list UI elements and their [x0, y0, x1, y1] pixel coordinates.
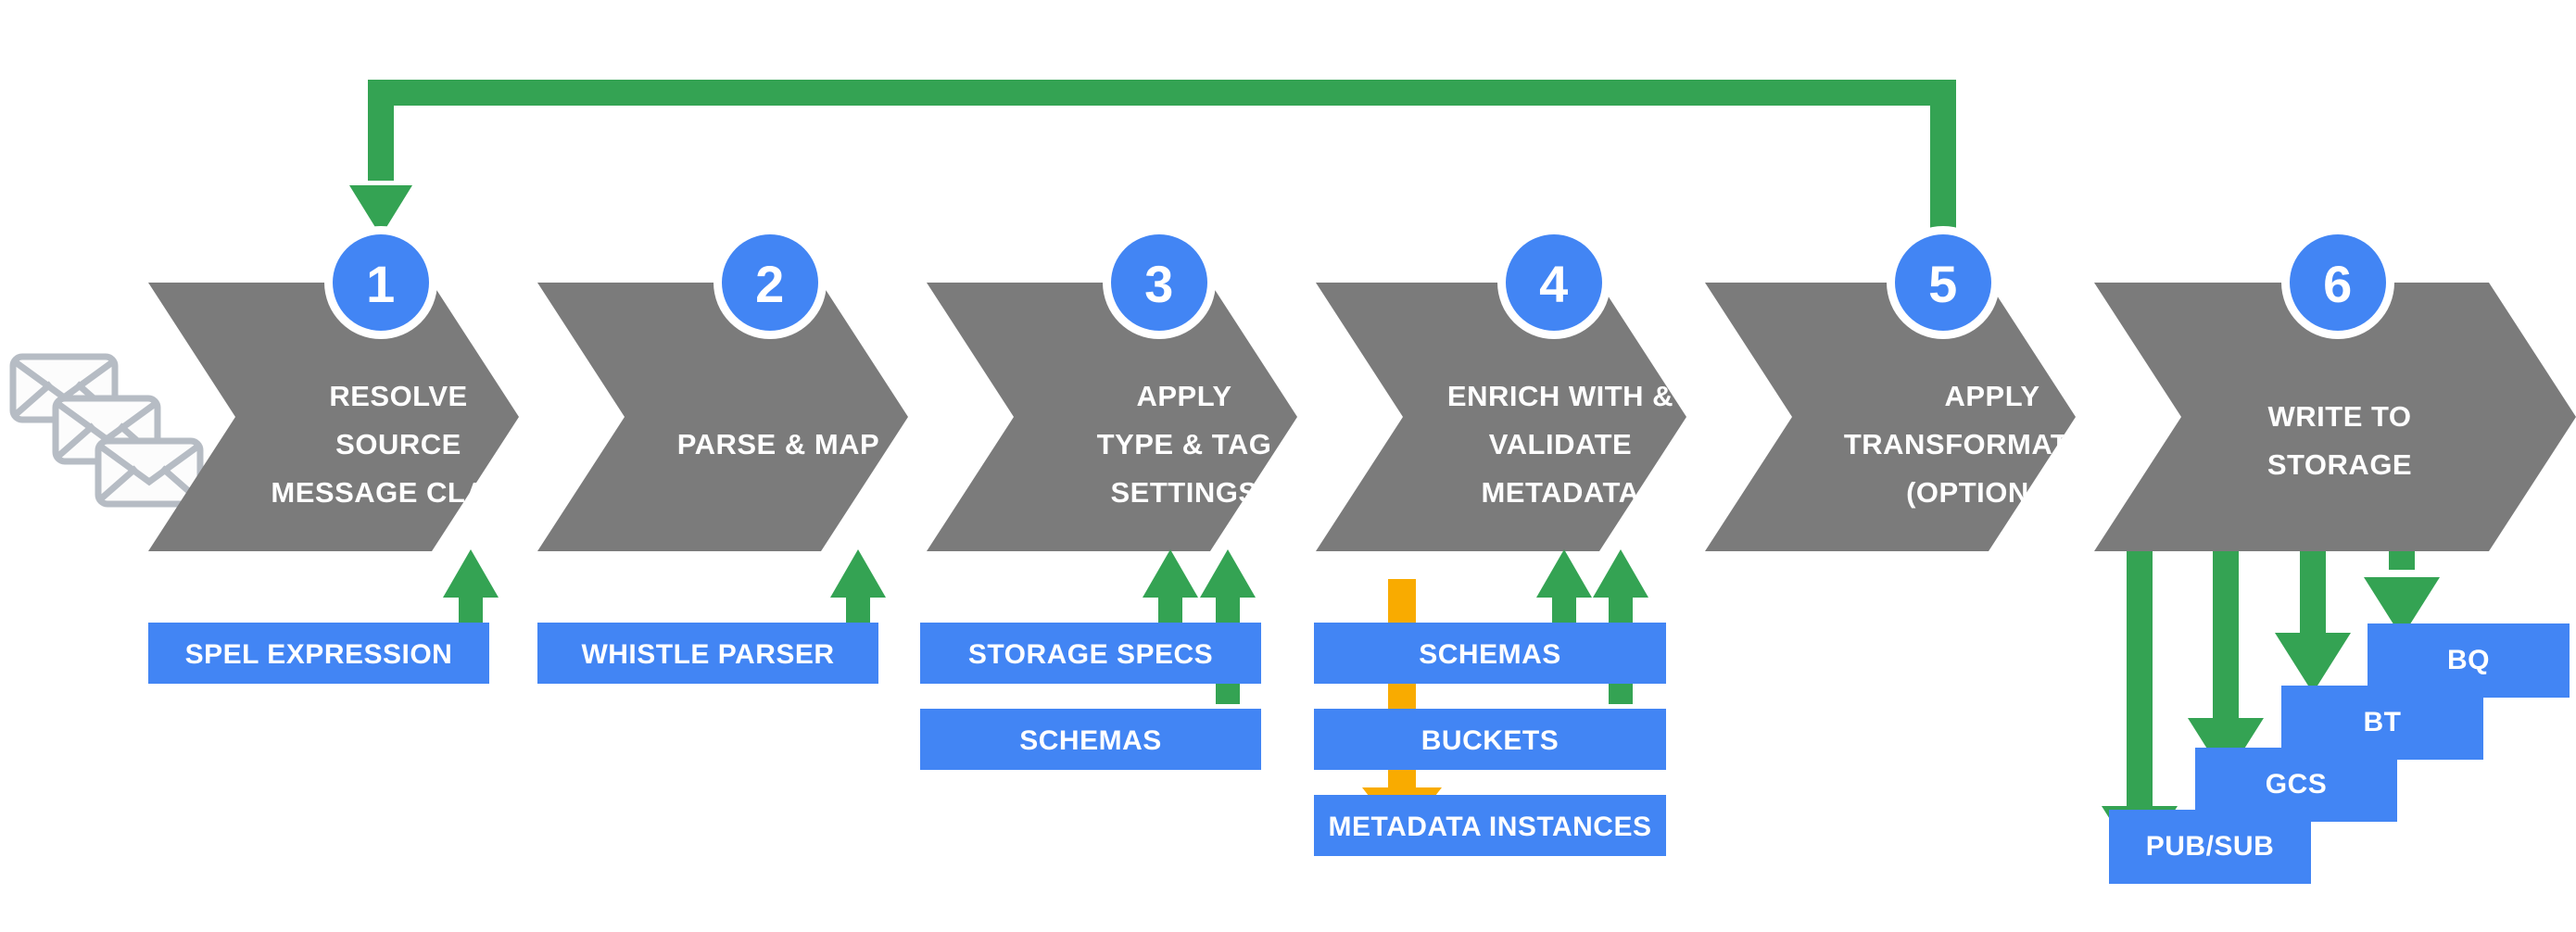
stage-4-line-3: METADATA: [1481, 476, 1639, 509]
input-box-spel-expression-label: SPEL EXPRESSION: [185, 639, 453, 670]
stage-badge-6-number: 6: [2323, 255, 2353, 313]
input-box-schemas-stage-4[interactable]: SCHEMAS: [1314, 623, 1666, 684]
stage-4-line-1: ENRICH WITH &: [1447, 380, 1673, 412]
storage-box-bt-label: BT: [2364, 707, 2402, 737]
stage-badge-3-number: 3: [1144, 255, 1174, 313]
storage-box-bq-label: BQ: [2447, 645, 2490, 675]
input-box-schemas-stage-3[interactable]: SCHEMAS: [920, 709, 1261, 770]
input-box-metadata-instances-label: METADATA INSTANCES: [1329, 812, 1652, 842]
stage-badge-1[interactable]: 1: [324, 226, 437, 339]
stage-6-line-1: WRITE TO: [2268, 400, 2412, 433]
stage-3-line-3: SETTINGS: [1110, 476, 1257, 509]
storage-box-gcs-label: GCS: [2266, 769, 2328, 800]
stage-4-line-2: VALIDATE: [1489, 428, 1632, 460]
stage-badge-5[interactable]: 5: [1887, 226, 2000, 339]
stage-badge-2[interactable]: 2: [713, 226, 827, 339]
stage-5-line-2: TRANSFORMATIONS: [1844, 428, 2140, 460]
storage-box-pubsub-label: PUB/SUB: [2146, 831, 2275, 862]
envelope-stack-icon: [9, 353, 204, 508]
stage-chevron-6[interactable]: WRITE TO STORAGE: [2094, 283, 2576, 551]
input-box-schemas-stage-3-label: SCHEMAS: [1019, 725, 1162, 756]
stage-3-line-1: APPLY: [1136, 380, 1231, 412]
stage-chevron-3[interactable]: APPLY TYPE & TAG SETTINGS: [927, 283, 1297, 551]
feedback-loop-arrow: [349, 80, 1956, 278]
stage-1-line-2: SOURCE: [335, 428, 461, 460]
stage-1-line-3: MESSAGE CLASS: [271, 476, 525, 509]
storage-box-gcs[interactable]: GCS: [2195, 748, 2397, 822]
stage-chevron-1[interactable]: RESOLVE SOURCE MESSAGE CLASS: [148, 283, 526, 551]
storage-box-bq[interactable]: BQ: [2368, 623, 2570, 698]
storage-box-pubsub[interactable]: PUB/SUB: [2109, 810, 2311, 884]
input-box-whistle-parser-label: WHISTLE PARSER: [581, 639, 834, 670]
output-arrow-gcs: [2188, 551, 2264, 778]
storage-box-bt[interactable]: BT: [2281, 686, 2483, 760]
stage-badge-5-number: 5: [1928, 255, 1958, 313]
input-box-schemas-stage-4-label: SCHEMAS: [1419, 639, 1561, 670]
output-arrow-bq: [2364, 551, 2440, 637]
stage-badge-1-number: 1: [366, 255, 396, 313]
stage-badge-3[interactable]: 3: [1103, 226, 1216, 339]
input-box-buckets[interactable]: BUCKETS: [1314, 709, 1666, 770]
input-box-storage-specs-label: STORAGE SPECS: [968, 639, 1213, 670]
stage-badge-4[interactable]: 4: [1497, 226, 1610, 339]
stage-3-line-2: TYPE & TAG: [1097, 428, 1272, 460]
stage-chevron-5[interactable]: APPLY TRANSFORMATIONS (OPTIONAL): [1705, 283, 2140, 551]
stage-2-line-1: PARSE & MAP: [677, 428, 880, 460]
stage-chevron-4[interactable]: ENRICH WITH & VALIDATE METADATA: [1316, 283, 1686, 551]
stage-6-line-2: STORAGE: [2267, 448, 2412, 481]
stage-badge-2-number: 2: [755, 255, 785, 313]
input-box-spel-expression[interactable]: SPEL EXPRESSION: [148, 623, 489, 684]
stage-badge-4-number: 4: [1539, 255, 1569, 313]
input-box-whistle-parser[interactable]: WHISTLE PARSER: [537, 623, 878, 684]
stage-1-line-1: RESOLVE: [329, 380, 467, 412]
input-box-buckets-label: BUCKETS: [1421, 725, 1559, 756]
stage-badge-6[interactable]: 6: [2281, 226, 2394, 339]
input-box-storage-specs[interactable]: STORAGE SPECS: [920, 623, 1261, 684]
input-box-metadata-instances[interactable]: METADATA INSTANCES: [1314, 795, 1666, 856]
stage-5-line-1: APPLY: [1944, 380, 2039, 412]
envelope-icon-3: [95, 437, 204, 508]
stage-5-line-3: (OPTIONAL): [1906, 476, 2078, 509]
output-arrow-bt: [2275, 551, 2351, 693]
stage-chevron-2[interactable]: PARSE & MAP: [537, 283, 908, 551]
